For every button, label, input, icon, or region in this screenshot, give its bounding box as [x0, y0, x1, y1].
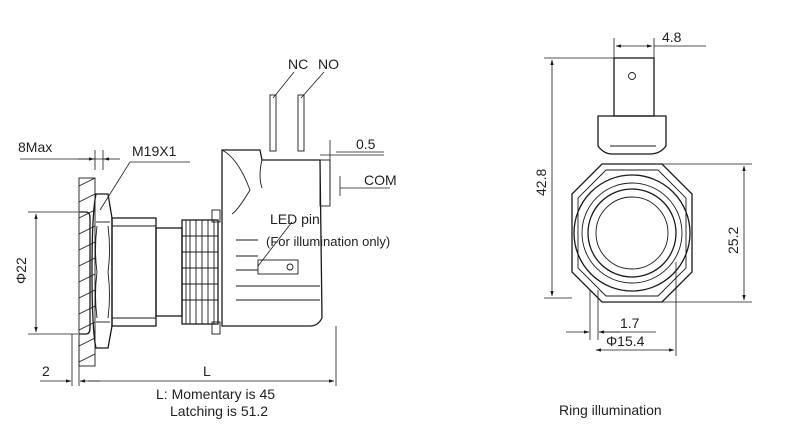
outer-ring: [573, 174, 691, 292]
no-terminal: [297, 94, 305, 152]
ribbed-housing: [181, 209, 221, 335]
label-4-8: 4.8: [662, 29, 682, 45]
button-face: [595, 196, 669, 270]
note-latching: Latching is 51.2: [170, 403, 268, 419]
label-8max: 8Max: [18, 139, 52, 155]
com-terminal: [319, 159, 331, 207]
label-nc: NC: [288, 56, 308, 72]
label-25-2: 25.2: [725, 227, 741, 254]
hex-nut: [571, 163, 693, 303]
side-view: NC NO 0.5 COM LED pin (For illumination …: [13, 56, 397, 419]
label-1-7: 1.7: [620, 315, 640, 331]
caption-ring-illumination: Ring illumination: [559, 402, 662, 418]
note-momentary: L: Momentary is 45: [156, 386, 275, 402]
nc-terminal: [269, 94, 277, 152]
label-phi22: Φ22: [13, 257, 29, 284]
label-led-pin: LED pin: [270, 211, 320, 227]
bezel: [79, 211, 91, 335]
label-com: COM: [364, 172, 397, 188]
threaded-body: [111, 217, 183, 327]
label-2: 2: [42, 363, 50, 379]
front-view: 4.8 42.8 25.2 1.7 Φ15.4 Ring illuminatio…: [533, 29, 752, 418]
label-0-5: 0.5: [356, 136, 376, 152]
led-pin: [257, 259, 299, 275]
label-phi15-4: Φ15.4: [606, 333, 645, 349]
label-led-note: (For illumination only): [266, 234, 390, 249]
illumination-ring: [587, 188, 677, 278]
label-thread: M19X1: [132, 143, 177, 159]
label-42-8: 42.8: [533, 169, 549, 196]
microswitch: [221, 94, 331, 327]
terminal-tab: [613, 57, 655, 117]
label-no: NO: [318, 56, 339, 72]
switch-bracket: [597, 115, 667, 155]
label-L: L: [203, 363, 211, 379]
mounting-nut: [91, 193, 113, 349]
